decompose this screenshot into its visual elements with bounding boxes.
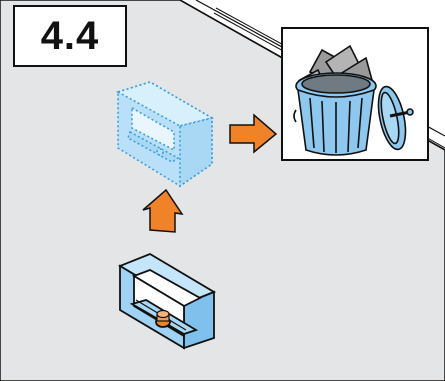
seal-frame [117,252,217,350]
removed-seal-frame [115,81,215,188]
arrow-right-icon [229,113,278,154]
step-number-box [13,5,127,67]
trash-bin-icon [293,44,414,156]
arrow-up-icon [142,188,184,233]
